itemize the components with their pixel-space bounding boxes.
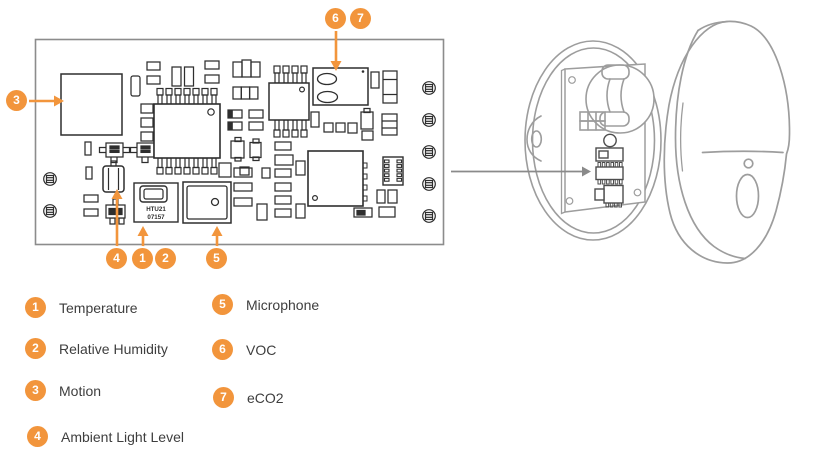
- legend-badge-6: 6: [212, 339, 233, 360]
- callout-arrow-1-2: [137, 226, 149, 247]
- passive-components-right: [274, 70, 398, 219]
- via: [422, 145, 436, 159]
- legend-badge-5: 5: [212, 294, 233, 315]
- callout-arrow-4: [111, 189, 123, 247]
- legend-item-motion: 3 Motion: [25, 380, 101, 401]
- radio-chip: [307, 150, 368, 207]
- cover-rim-line: [697, 20, 728, 32]
- callout-badge-7: 7: [350, 8, 371, 29]
- chip-marking-line2: 07157: [147, 214, 165, 221]
- legend-label-microphone: Microphone: [246, 296, 320, 313]
- legend-item-voc: 6 VOC: [212, 339, 276, 360]
- motion-sensor-component: [60, 73, 123, 136]
- legend-label-motion: Motion: [59, 382, 102, 399]
- via: [43, 172, 57, 186]
- cover-highlight-line: [680, 102, 684, 172]
- via: [43, 204, 57, 218]
- legend-badge-4: 4: [27, 426, 48, 447]
- legend-label-eco2: eCO2: [247, 389, 284, 406]
- sot23-transistor: [129, 142, 162, 164]
- sensor-module: [594, 133, 624, 208]
- legend-item-eco2: 7 eCO2: [213, 387, 284, 408]
- humidity-temperature-sensor-component: HTU21 07157: [133, 182, 179, 223]
- enclosure-cover: [663, 20, 791, 264]
- legend-label-temperature: Temperature: [59, 299, 138, 316]
- via: [422, 113, 436, 127]
- microphone-component: [182, 181, 232, 224]
- callout-badge-5: 5: [206, 248, 227, 269]
- assembly-arrow: [451, 166, 591, 177]
- legend-label-relative-humidity: Relative Humidity: [59, 340, 168, 357]
- legend-badge-1: 1: [25, 297, 46, 318]
- mounting-tab: [526, 115, 542, 162]
- ambient-light-sensor-component: [102, 160, 125, 193]
- legend-item-relative-humidity: 2 Relative Humidity: [25, 338, 168, 359]
- callout-badge-4: 4: [106, 248, 127, 269]
- voc-eco2-sensor-component: [312, 67, 369, 106]
- enclosure-backplate: [524, 40, 662, 241]
- legend-item-ambient-light: 4 Ambient Light Level: [27, 426, 184, 447]
- eeprom-chip: [268, 65, 310, 138]
- via: [422, 209, 436, 223]
- mcu-chip: [153, 87, 221, 175]
- cover-face-edge: [674, 29, 746, 260]
- legend-item-microphone: 5 Microphone: [212, 294, 319, 315]
- sot23-transistor: [98, 142, 131, 164]
- callout-arrow-3: [29, 95, 64, 107]
- callout-arrow-6-7: [330, 31, 342, 71]
- cover-sensor-window: [735, 173, 760, 219]
- callout-badge-1: 1: [132, 248, 153, 269]
- legend-label-ambient-light: Ambient Light Level: [61, 428, 184, 445]
- via: [422, 177, 436, 191]
- battery-holder: [579, 64, 655, 134]
- cover-divider-line: [701, 150, 784, 154]
- cover-led-hole: [743, 158, 754, 169]
- legend-badge-7: 7: [213, 387, 234, 408]
- via: [422, 81, 436, 95]
- callout-badge-6: 6: [325, 8, 346, 29]
- callout-badge-3: 3: [6, 90, 27, 111]
- passive-components: [83, 59, 271, 225]
- legend-badge-2: 2: [25, 338, 46, 359]
- sot23-transistor: [105, 198, 126, 225]
- callout-badge-2: 2: [155, 248, 176, 269]
- soic-chip: [382, 156, 404, 186]
- mounting-hole: [530, 130, 543, 148]
- chip-marking-line1: HTU21: [146, 206, 166, 213]
- legend-label-voc: VOC: [246, 341, 277, 358]
- mounting-vias: [43, 81, 436, 223]
- callout-arrows: [29, 31, 342, 247]
- legend-badge-3: 3: [25, 380, 46, 401]
- legend-item-temperature: 1 Temperature: [25, 297, 138, 318]
- callout-arrow-5: [211, 226, 223, 247]
